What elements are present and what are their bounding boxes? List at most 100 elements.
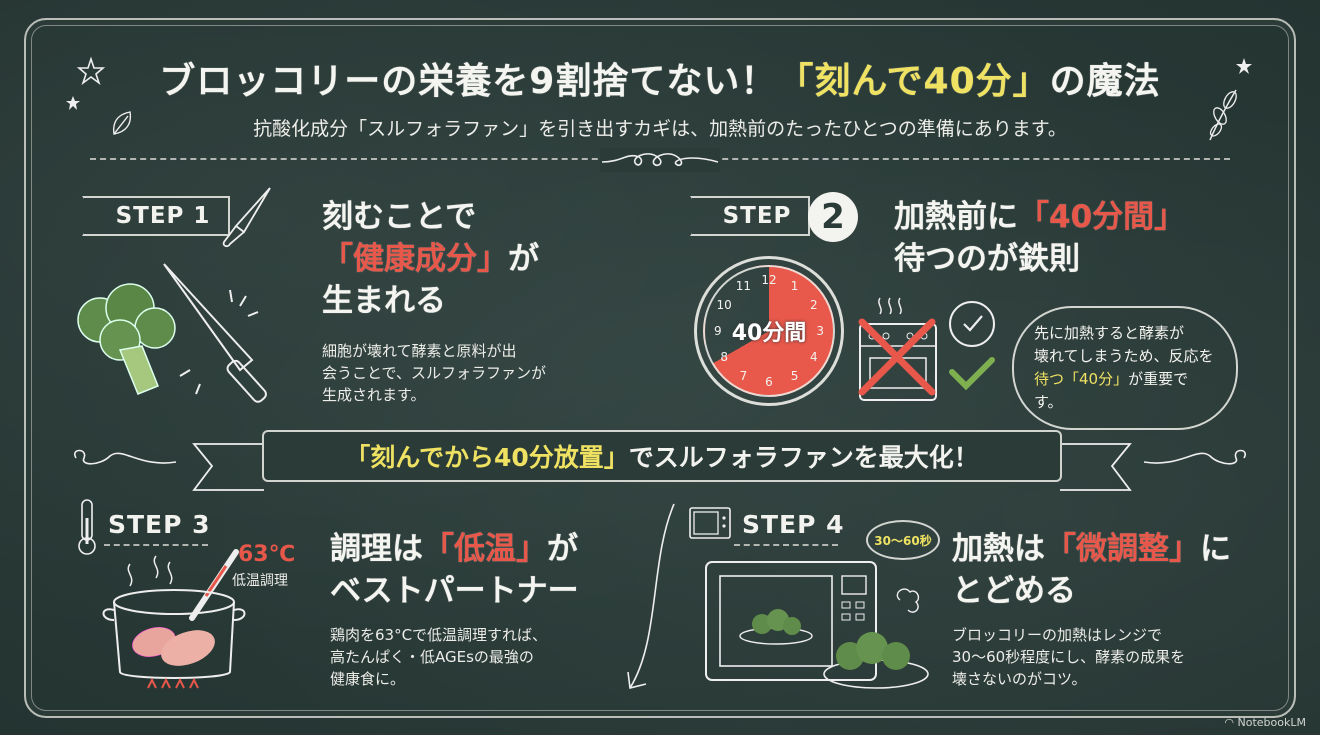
- broccoli-knife-illustration: [77, 263, 267, 403]
- step1-body-line: 会うことで、スルフォラファンが: [322, 364, 546, 382]
- step1-heading: 刻むことで 「健康成分」が 生まれる: [322, 196, 539, 322]
- time-bubble: 30〜60秒: [866, 520, 940, 560]
- clock-number: 11: [735, 279, 752, 294]
- cloud-tail: が重要です。: [1034, 370, 1189, 411]
- title-text: ブロッコリーの栄養を9割捨てない！: [159, 61, 778, 102]
- microwave-small-icon: [689, 507, 731, 539]
- chef-knife-icon: [163, 263, 267, 403]
- step4-body-line: 30〜60秒程度にし、酵素の成果を: [952, 648, 1186, 666]
- watermark: ◠ NotebookLM: [1224, 716, 1306, 729]
- banner-highlight: 「刻んでから40分放置」: [345, 443, 629, 472]
- step1-heading-line2: 「健康成分」が: [322, 238, 539, 280]
- clock-number: 4: [809, 349, 818, 364]
- clock-number: 3: [816, 324, 825, 338]
- step3-body-line: 健康食に。: [330, 670, 406, 688]
- knife-icon: [222, 187, 271, 248]
- summary-banner: 「刻んでから40分放置」でスルフォラファンを最大化！: [262, 430, 1062, 482]
- cloud-highlight: 待つ「40分」: [1034, 370, 1129, 388]
- step3-heading-line2: ベストパートナー: [330, 573, 579, 609]
- sparkle-lines: [179, 289, 259, 395]
- step1-highlight: 「健康成分」: [322, 241, 508, 277]
- star-icon: [1236, 58, 1252, 74]
- step3-heading-pre: 調理は: [330, 531, 423, 567]
- step2-heading-pre: 加熱前に: [894, 199, 1018, 235]
- clock-number: 8: [720, 349, 729, 364]
- star-icon: [66, 96, 80, 110]
- cloud-line: 待つ「40分」が重要です。: [1034, 368, 1216, 414]
- step3-body-line: 鶏肉を63°Cで低温調理すれば、: [330, 626, 548, 644]
- clock-number: 6: [765, 375, 773, 390]
- step3-body: 鶏肉を63°Cで低温調理すれば、 高たんぱく・低AGEsの最強の 健康食に。: [330, 624, 547, 690]
- step4-heading-line1: 加熱は「微調整」に: [952, 528, 1231, 570]
- curved-arrow-icon: [627, 503, 675, 689]
- page-title: ブロッコリーの栄養を9割捨てない！「刻んで40分」の魔法: [0, 52, 1320, 104]
- step4-heading-pre: 加熱は: [952, 531, 1045, 567]
- flourish-icon: [601, 153, 719, 167]
- microwave-broccoli-illustration: [705, 561, 929, 689]
- cloud-line: 先に加熱すると酵素が: [1034, 324, 1185, 342]
- clock-check-icon: [949, 301, 995, 391]
- step4-body-line: 壊さないのがコツ。: [952, 670, 1087, 688]
- step4-heading-line2: とどめる: [952, 573, 1076, 609]
- banner-tail-right: [1060, 443, 1132, 491]
- clock-number: 7: [739, 368, 748, 383]
- timer-clock: 12 1 2 3 4 5 6 7 8 9 10 11 40分間: [694, 256, 844, 406]
- step3-heading-line1: 調理は「低温」が: [330, 528, 579, 570]
- clock-face: 12 1 2 3 4 5 6 7 8 9 10 11 40分間: [703, 265, 835, 397]
- step3-heading-post: が: [547, 531, 578, 567]
- swirl-left-icon: [74, 449, 177, 465]
- step1-body-line: 細胞が壊れて酵素と原料が出: [322, 342, 517, 360]
- cloud-line: 壊れてしまうため、反応を: [1034, 347, 1214, 365]
- title-highlight: 「刻んで40分」: [777, 61, 1050, 102]
- step2-heading-line2: 待つのが鉄則: [894, 241, 1080, 277]
- step1-label: STEP 1: [82, 196, 230, 236]
- step4-body-line: ブロッコリーの加熱はレンジで: [952, 626, 1163, 644]
- step2-number: 2: [808, 192, 858, 242]
- pot-chicken-illustration: [102, 549, 246, 689]
- step2-heading: 加熱前に「40分間」 待つのが鉄則: [894, 196, 1185, 280]
- temperature-sublabel: 低温調理: [232, 573, 288, 589]
- sprig-icon: [1209, 89, 1237, 141]
- step3-heading: 調理は「低温」が ベストパートナー: [330, 528, 579, 612]
- step4-heading-post: に: [1200, 531, 1231, 567]
- clock-number: 5: [790, 368, 799, 383]
- step3-highlight: 「低温」: [423, 531, 547, 567]
- divider-ornament: [600, 148, 720, 172]
- title-suffix: の魔法: [1049, 61, 1161, 102]
- temperature-label: 63℃: [238, 542, 296, 567]
- clock-number: 9: [713, 324, 722, 338]
- broccoli-icon: [77, 283, 176, 395]
- clock-number: 10: [716, 298, 732, 313]
- clock-number: 12: [761, 272, 777, 287]
- step1-body: 細胞が壊れて酵素と原料が出 会うことで、スルフォラファンが 生成されます。: [322, 340, 546, 406]
- step2-highlight: 「40分間」: [1018, 199, 1186, 235]
- step4-underline: [734, 544, 838, 547]
- step3-underline: [104, 544, 208, 547]
- step1-heading-line3: 生まれる: [322, 283, 446, 319]
- clock-label: 40分間: [731, 321, 807, 346]
- clock-number: 2: [809, 298, 818, 313]
- banner-tail-left: [192, 443, 264, 491]
- chalkboard-frame: [24, 18, 1296, 718]
- banner-text: でスルフォラファンを最大化！: [628, 443, 979, 472]
- watermark-text: NotebookLM: [1237, 716, 1306, 729]
- step4-highlight: 「微調整」: [1045, 531, 1200, 567]
- step4-label: STEP 4: [742, 510, 845, 539]
- step3-body-line: 高たんぱく・低AGEsの最強の: [330, 648, 534, 666]
- stove-crossed-icon: [858, 297, 937, 401]
- step1-particle: が: [508, 241, 539, 277]
- tip-cloud: 先に加熱すると酵素が 壊れてしまうため、反応を 待つ「40分」が重要です。: [1012, 306, 1238, 430]
- thermometer-icon: [78, 499, 96, 555]
- notebooklm-logo-icon: ◠: [1224, 716, 1238, 729]
- clock-number: 1: [790, 279, 799, 294]
- subtitle: 抗酸化成分「スルフォラファン」を引き出すカギは、加熱前のたったひとつの準備にあり…: [253, 118, 1067, 140]
- step1-body-line: 生成されます。: [322, 386, 426, 404]
- swirl-right-icon: [1143, 449, 1246, 465]
- star-icon: [76, 56, 106, 86]
- step2-heading-line1: 加熱前に「40分間」: [894, 196, 1185, 238]
- step2-label: STEP: [690, 196, 810, 236]
- step4-body: ブロッコリーの加熱はレンジで 30〜60秒程度にし、酵素の成果を 壊さないのがコ…: [952, 624, 1185, 690]
- step1-heading-line1: 刻むことで: [322, 199, 477, 235]
- step4-heading: 加熱は「微調整」に とどめる: [952, 528, 1231, 612]
- step3-label: STEP 3: [108, 510, 211, 539]
